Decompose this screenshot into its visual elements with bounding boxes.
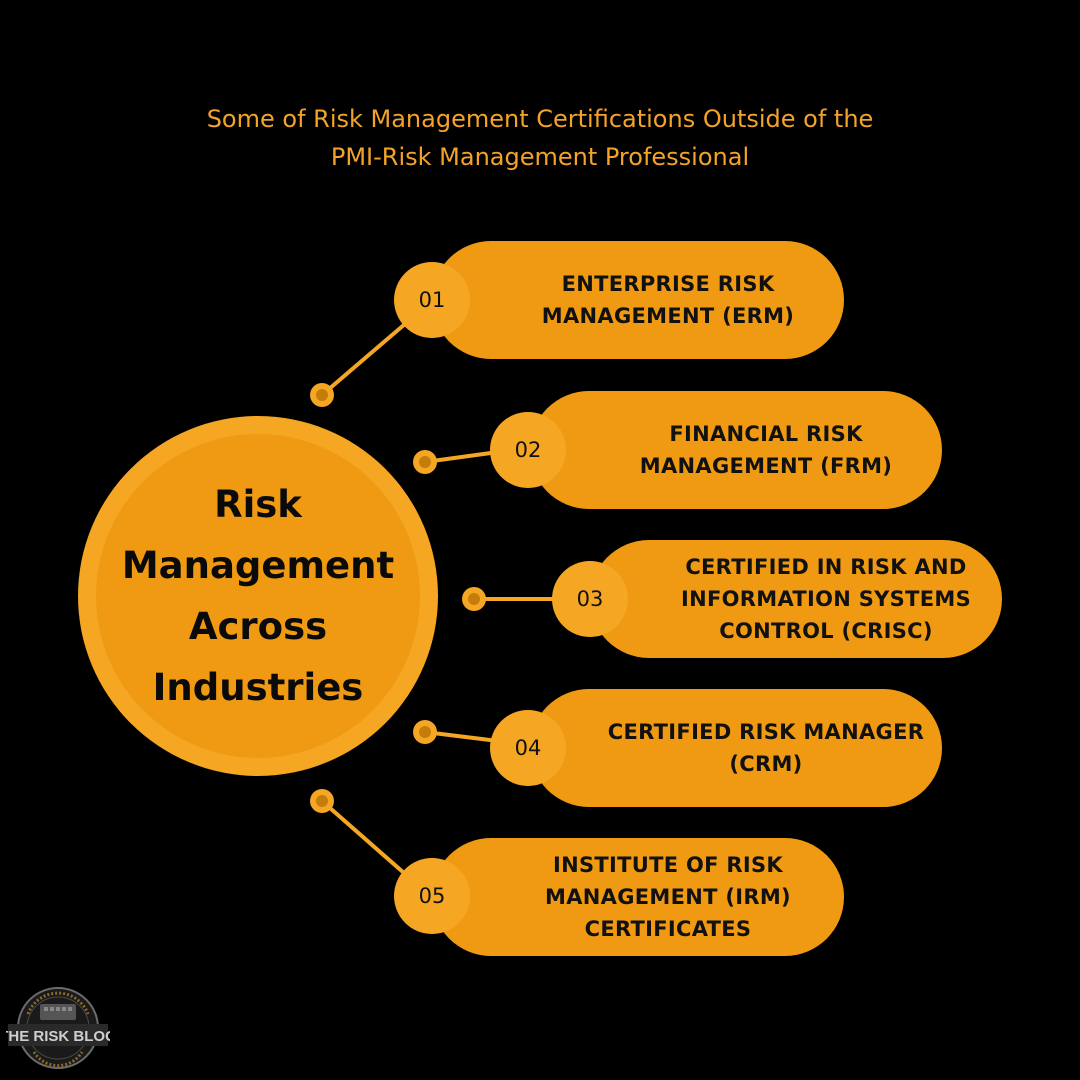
item-pill-01: ENTERPRISE RISK MANAGEMENT (ERM) — [432, 241, 844, 359]
item-number-badge-05: 05 — [394, 858, 470, 934]
header-title: Some of Risk Management Certifications O… — [0, 100, 1080, 176]
item-label-05: INSTITUTE OF RISK MANAGEMENT (IRM) CERTI… — [545, 853, 791, 941]
connector-5 — [320, 799, 414, 882]
item-number-04: 04 — [514, 736, 542, 760]
item-pill-04: CERTIFIED RISK MANAGER (CRM) — [530, 689, 942, 807]
item-number-05: 05 — [418, 884, 446, 908]
item-number-badge-03: 03 — [552, 561, 628, 637]
item-number-badge-01: 01 — [394, 262, 470, 338]
item-pill-02: FINANCIAL RISK MANAGEMENT (FRM) — [530, 391, 942, 509]
the-risk-blog-logo: THE RISK BLOG — [6, 987, 110, 1069]
connector-2 — [424, 450, 499, 464]
svg-text:THE RISK BLOG: THE RISK BLOG — [6, 1028, 110, 1045]
item-number-01: 01 — [418, 288, 446, 312]
item-pill-03: CERTIFIED IN RISK AND INFORMATION SYSTEM… — [590, 540, 1002, 658]
item-number-03: 03 — [576, 587, 604, 611]
item-label-01: ENTERPRISE RISK MANAGEMENT (ERM) — [541, 272, 795, 328]
item-number-badge-04: 04 — [490, 710, 566, 786]
header-line-2: PMI-Risk Management Professional — [330, 143, 750, 171]
item-number-02: 02 — [514, 438, 542, 462]
connector-4 — [424, 730, 499, 743]
connector-1 — [320, 316, 414, 397]
item-label-04: CERTIFIED RISK MANAGER (CRM) — [607, 720, 925, 776]
item-label-02: FINANCIAL RISK MANAGEMENT (FRM) — [639, 422, 893, 478]
hub-circle: Risk Management Across Industries — [96, 434, 420, 758]
item-label-03: CERTIFIED IN RISK AND INFORMATION SYSTEM… — [681, 555, 971, 643]
hub-title: Risk Management Across Industries — [121, 483, 395, 709]
item-number-badge-02: 02 — [490, 412, 566, 488]
item-pill-05: INSTITUTE OF RISK MANAGEMENT (IRM) CERTI… — [432, 838, 844, 956]
header-line-1: Some of Risk Management Certifications O… — [206, 105, 874, 133]
